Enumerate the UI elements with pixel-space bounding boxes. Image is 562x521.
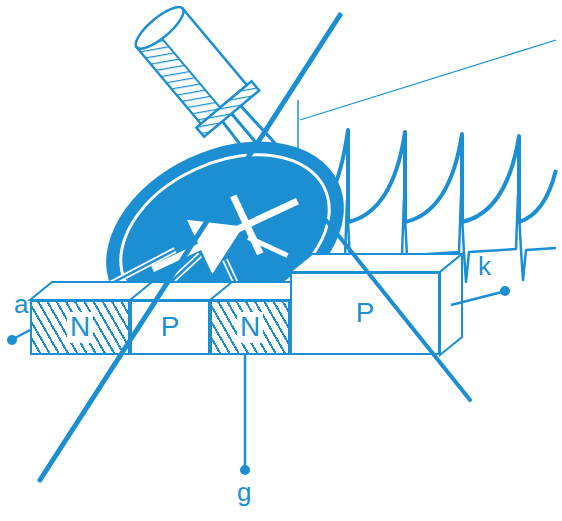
- layer-edge: [210, 282, 232, 300]
- terminal-dot: [7, 335, 17, 345]
- terminal-dot: [500, 286, 510, 296]
- layer-letter: N: [67, 312, 93, 343]
- layer-edge: [130, 282, 152, 300]
- guide-line: [300, 40, 556, 120]
- terminal-label: a: [14, 290, 28, 319]
- terminal-dot: [240, 465, 250, 475]
- diagonal-stroke: [40, 15, 340, 480]
- semiconductor-layer: P: [290, 272, 440, 355]
- symbol-gate: [248, 226, 287, 268]
- block-top-face: [290, 254, 462, 272]
- layer-letter: N: [237, 312, 263, 343]
- bar-front-ground: [30, 300, 290, 355]
- gate-wire: [244, 355, 247, 466]
- terminal-label: g: [237, 478, 251, 507]
- anode-wire: [15, 330, 30, 338]
- layer-letter: P: [158, 312, 183, 343]
- can-cap: [130, 1, 189, 55]
- semiconductor-layer: N: [30, 300, 130, 355]
- can-flange: [196, 81, 259, 136]
- semiconductor-layer: P: [130, 300, 210, 355]
- diagonal-stroke: [290, 175, 470, 400]
- terminal-label: k: [478, 252, 491, 281]
- cathode-wire: [451, 292, 502, 305]
- bar-top-face: [30, 282, 312, 300]
- block-front-ground: [290, 272, 440, 355]
- symbol-bar: [233, 196, 260, 254]
- semiconductor-layer: N: [210, 300, 290, 355]
- layer-letter: P: [353, 298, 378, 329]
